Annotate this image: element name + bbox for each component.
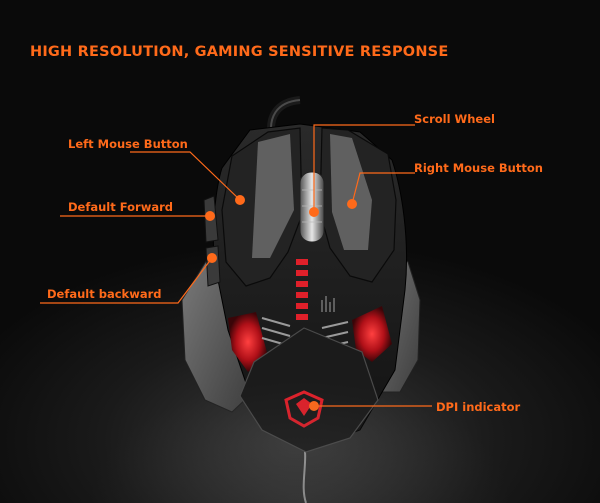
top-vent bbox=[321, 296, 335, 312]
callout-line-backward bbox=[40, 257, 213, 304]
right-red-vent bbox=[352, 306, 392, 362]
backward-side-button bbox=[205, 245, 221, 287]
headline: HIGH RESOLUTION, GAMING SENSITIVE RESPON… bbox=[30, 44, 449, 60]
label-dpi-indicator: DPI indicator bbox=[436, 400, 521, 414]
scroll-wheel bbox=[299, 171, 325, 243]
callout-line-right-button bbox=[351, 172, 415, 205]
dpi-indicator-logo bbox=[284, 390, 324, 428]
dpi-light-3 bbox=[296, 281, 308, 287]
callout-dot-left-button bbox=[235, 195, 245, 205]
dpi-light-2 bbox=[296, 270, 308, 276]
callout-dot-right-button bbox=[347, 199, 357, 209]
callout-dot-scroll bbox=[309, 207, 319, 217]
palm-rest bbox=[239, 327, 379, 453]
label-left-mouse-button: Left Mouse Button bbox=[68, 137, 188, 151]
callout-line-left-button bbox=[130, 151, 241, 201]
callout-line-scroll bbox=[313, 124, 415, 212]
dpi-light-6 bbox=[296, 314, 308, 320]
label-default-forward: Default Forward bbox=[68, 200, 173, 214]
dpi-light-1 bbox=[296, 259, 308, 265]
label-right-mouse-button: Right Mouse Button bbox=[414, 161, 543, 175]
callout-dot-forward bbox=[205, 211, 215, 221]
label-default-backward: Default backward bbox=[47, 287, 162, 301]
dpi-light-4 bbox=[296, 292, 308, 298]
label-scroll-wheel: Scroll Wheel bbox=[414, 112, 495, 126]
left-red-vent bbox=[228, 312, 268, 372]
callout-dot-dpi bbox=[309, 401, 319, 411]
dpi-light-5 bbox=[296, 303, 308, 309]
callout-dot-backward bbox=[207, 253, 217, 263]
